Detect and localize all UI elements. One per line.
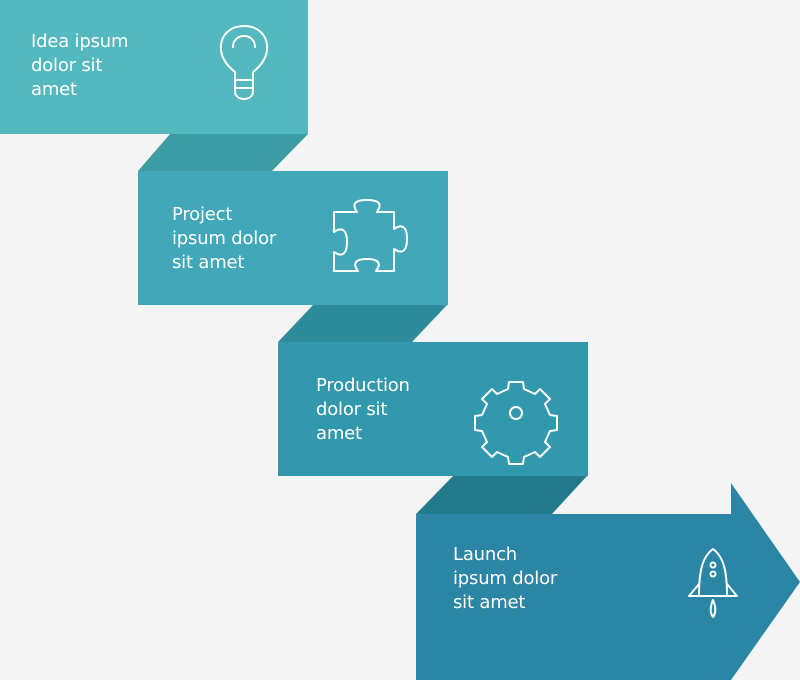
connector-project-production	[278, 305, 447, 342]
step-label-production: Production dolor sit amet	[316, 374, 410, 446]
rocket-icon	[688, 548, 738, 618]
step-box-idea	[0, 0, 308, 134]
connector-production-launch	[416, 476, 587, 514]
puzzle-piece-icon	[333, 199, 408, 272]
gear-icon	[474, 381, 558, 465]
step-label-line: Production	[316, 375, 410, 396]
lightbulb-icon	[219, 25, 269, 100]
step-label-line: dolor sit	[316, 399, 388, 420]
step-box-project	[138, 171, 448, 305]
step-label-idea: Idea ipsum dolor sit amet	[31, 30, 129, 102]
step-label-line: sit amet	[453, 592, 526, 613]
step-label-line: Launch	[453, 544, 517, 565]
connector-idea-project	[138, 134, 308, 171]
step-label-line: dolor sit	[31, 55, 103, 76]
step-label-launch: Launch ipsum dolor sit amet	[453, 543, 557, 615]
step-label-line: sit amet	[172, 252, 245, 273]
step-label-line: Idea ipsum	[31, 31, 129, 52]
step-label-line: ipsum dolor	[172, 228, 277, 249]
step-label-line: amet	[31, 79, 77, 100]
step-label-line: amet	[316, 423, 362, 444]
step-label-project: Project ipsum dolor sit amet	[172, 203, 276, 275]
step-label-line: Project	[172, 204, 233, 225]
step-arrow-launch	[416, 483, 800, 680]
step-label-line: ipsum dolor	[453, 568, 558, 589]
